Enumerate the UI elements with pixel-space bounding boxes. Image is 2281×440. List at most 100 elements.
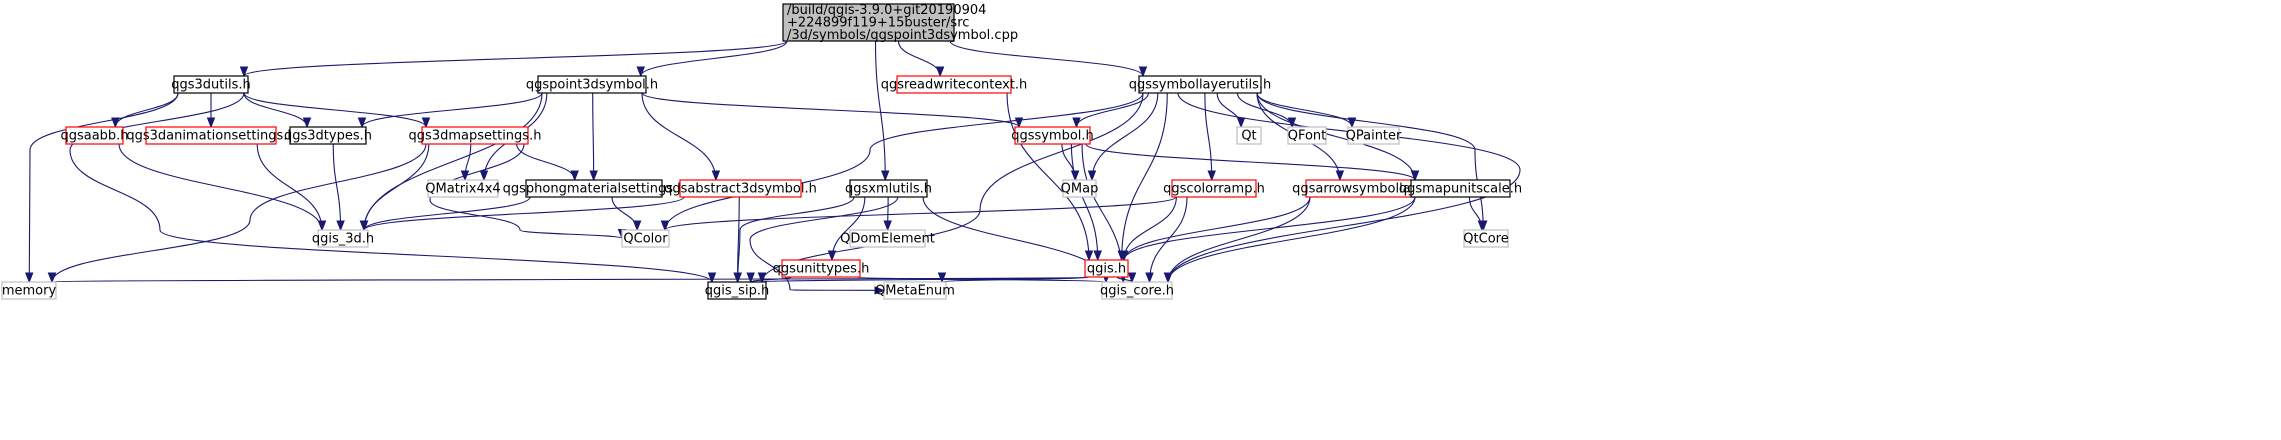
edge-qgsxmlutils-to-QDomElement [883, 196, 892, 232]
arrowhead [883, 220, 892, 232]
edge-qgspoint3dsymbol-to-qgssymbol [641, 92, 1024, 129]
node-QFont[interactable]: QFont [1287, 126, 1327, 145]
node-label: QtCore [1463, 231, 1508, 246]
edge-qgs3dmapsettings-to-memory [47, 143, 427, 284]
arrowhead [707, 272, 717, 284]
node-Qt[interactable]: Qt [1236, 126, 1262, 145]
edge-line [429, 143, 623, 240]
edge-line [1123, 196, 1311, 261]
arrowhead [935, 66, 945, 78]
edge-line [1121, 92, 1168, 261]
node-qgsphongmaterialsettings[interactable]: qgsphongmaterialsettings.h [503, 179, 686, 198]
node-label: Qt [1241, 128, 1256, 143]
edge-line [664, 196, 1177, 231]
edge-line [1075, 92, 1149, 128]
edge-line [361, 92, 543, 128]
node-label: qgsunittypes.h [773, 261, 870, 276]
node-QtCore[interactable]: QtCore [1463, 229, 1509, 248]
node-QMetaEnum[interactable]: QMetaEnum [875, 281, 955, 300]
edge-qgscolorramp-to-QColor [660, 196, 1177, 232]
node-root[interactable]: /build/qgis-3.9.0+git20190904+224899f119… [782, 3, 1018, 43]
node-qgssymbollayerutils[interactable]: qgssymbollayerutils.h [1129, 75, 1272, 94]
node-label: qgsarrowsymbollayer.h [1292, 181, 1443, 196]
edge-qgs3dutils-to-qgis_sip [69, 92, 717, 284]
node-label: qgs3danimationsettings.h [126, 128, 295, 143]
arrowhead [206, 117, 216, 129]
edge-qgssymbollayerutils-to-QtCore [1256, 92, 1488, 232]
node-qgsaabb[interactable]: qgsaabb.h [60, 126, 129, 145]
node-box [1463, 229, 1509, 248]
node-label: QPainter [1346, 128, 1402, 143]
node-qgssymbol[interactable]: qgssymbol.h [1011, 126, 1094, 145]
edge-line [664, 92, 1144, 231]
node-QColor[interactable]: QColor [621, 229, 670, 248]
edge-qgs3dutils-to-qgsaabb [111, 92, 179, 129]
arrowhead [1207, 170, 1216, 182]
edge-line [1148, 196, 1188, 283]
edge-qgs3dutils-to-memory [25, 92, 179, 284]
node-box [1287, 126, 1327, 145]
edge-line [1091, 92, 1159, 181]
edge-qgssymbol-to-qgis [1070, 143, 1102, 262]
edge-qgscolorramp-to-qgis [1119, 196, 1177, 262]
arrowhead [359, 220, 369, 232]
edge-qgsabstract3dsymbol-to-qgis_3d [359, 196, 685, 232]
node-qgscolorramp[interactable]: qgscolorramp.h [1163, 179, 1265, 198]
edges-layer [25, 40, 1521, 295]
node-qgsxmlutils[interactable]: qgsxmlutils.h [845, 179, 932, 198]
node-label: qgspoint3dsymbol.h [526, 77, 658, 92]
arrowhead [1084, 250, 1094, 262]
node-qgs3danimationsettings[interactable]: qgs3danimationsettings.h [126, 126, 296, 145]
node-qgspoint3dsymbol[interactable]: qgspoint3dsymbol.h [526, 75, 658, 94]
arrowhead [479, 170, 489, 182]
node-QMap[interactable]: QMap [1061, 179, 1099, 198]
arrowhead [239, 66, 249, 78]
node-qgs3dtypes[interactable]: qgs3dtypes.h [284, 126, 372, 145]
arrowhead [357, 117, 367, 129]
edge-line [1256, 92, 1484, 231]
node-box [525, 179, 663, 198]
node-qgsabstract3dsymbol[interactable]: qgsabstract3dsymbol.h [664, 179, 817, 198]
edge-qgsxmlutils-to-qgsunittypes [827, 196, 866, 262]
edge-qgs3dutils-to-qgs3danimationsettings [206, 92, 216, 129]
node-qgs3dutils[interactable]: qgs3dutils.h [171, 75, 251, 94]
arrowhead [1093, 250, 1102, 262]
node-box [65, 126, 124, 145]
node-qgsarrowsymbollayer[interactable]: qgsarrowsymbollayer.h [1292, 179, 1443, 198]
node-qgs3dmapsettings[interactable]: qgs3dmapsettings.h [409, 126, 542, 145]
node-qgis_core[interactable]: qgis_core.h [1100, 281, 1174, 300]
node-qgsreadwritecontext[interactable]: qgsreadwritecontext.h [881, 75, 1028, 94]
node-label: qgis_3d.h [312, 231, 374, 246]
node-qgis_sip[interactable]: qgis_sip.h [705, 281, 769, 300]
edge-qgssymbollayerutils-to-qgscolorramp [1204, 92, 1216, 182]
node-label: qgsxmlutils.h [845, 181, 932, 196]
node-box [173, 75, 249, 94]
edge-line [256, 143, 323, 231]
node-qgis[interactable]: qgis.h [1084, 259, 1129, 278]
node-QMatrix4x4[interactable]: QMatrix4x4 [425, 179, 501, 198]
edge-line [363, 92, 543, 231]
node-QDomElement[interactable]: QDomElement [840, 229, 935, 248]
arrowhead [1410, 170, 1420, 182]
edge-line [243, 92, 308, 128]
edge-qgs3dtypes-to-qgis_3d [332, 143, 345, 232]
node-qgsunittypes[interactable]: qgsunittypes.h [773, 259, 870, 278]
edge-qgis-to-QMetaEnum [937, 272, 1090, 284]
node-label: QMetaEnum [875, 283, 955, 298]
node-qgis_3d[interactable]: qgis_3d.h [312, 229, 374, 248]
edge-qgsmapunitscale-to-QtCore [1468, 196, 1487, 232]
node-box [317, 229, 369, 248]
arrowhead [1087, 170, 1097, 182]
arrowhead [1236, 117, 1246, 129]
arrowhead [733, 272, 742, 284]
node-qgsmapunitscale[interactable]: qgsmapunitscale.h [1399, 179, 1522, 198]
node-label: qgs3dmapsettings.h [409, 128, 542, 143]
node-QPainter[interactable]: QPainter [1346, 126, 1402, 145]
node-memory[interactable]: memory [1, 281, 57, 300]
node-label: qgscolorramp.h [1163, 181, 1265, 196]
edge-line [51, 276, 1090, 283]
edge-line [897, 40, 941, 77]
edge-line [640, 40, 788, 77]
node-label: qgs3dutils.h [171, 77, 251, 92]
arrowhead [1119, 250, 1129, 262]
